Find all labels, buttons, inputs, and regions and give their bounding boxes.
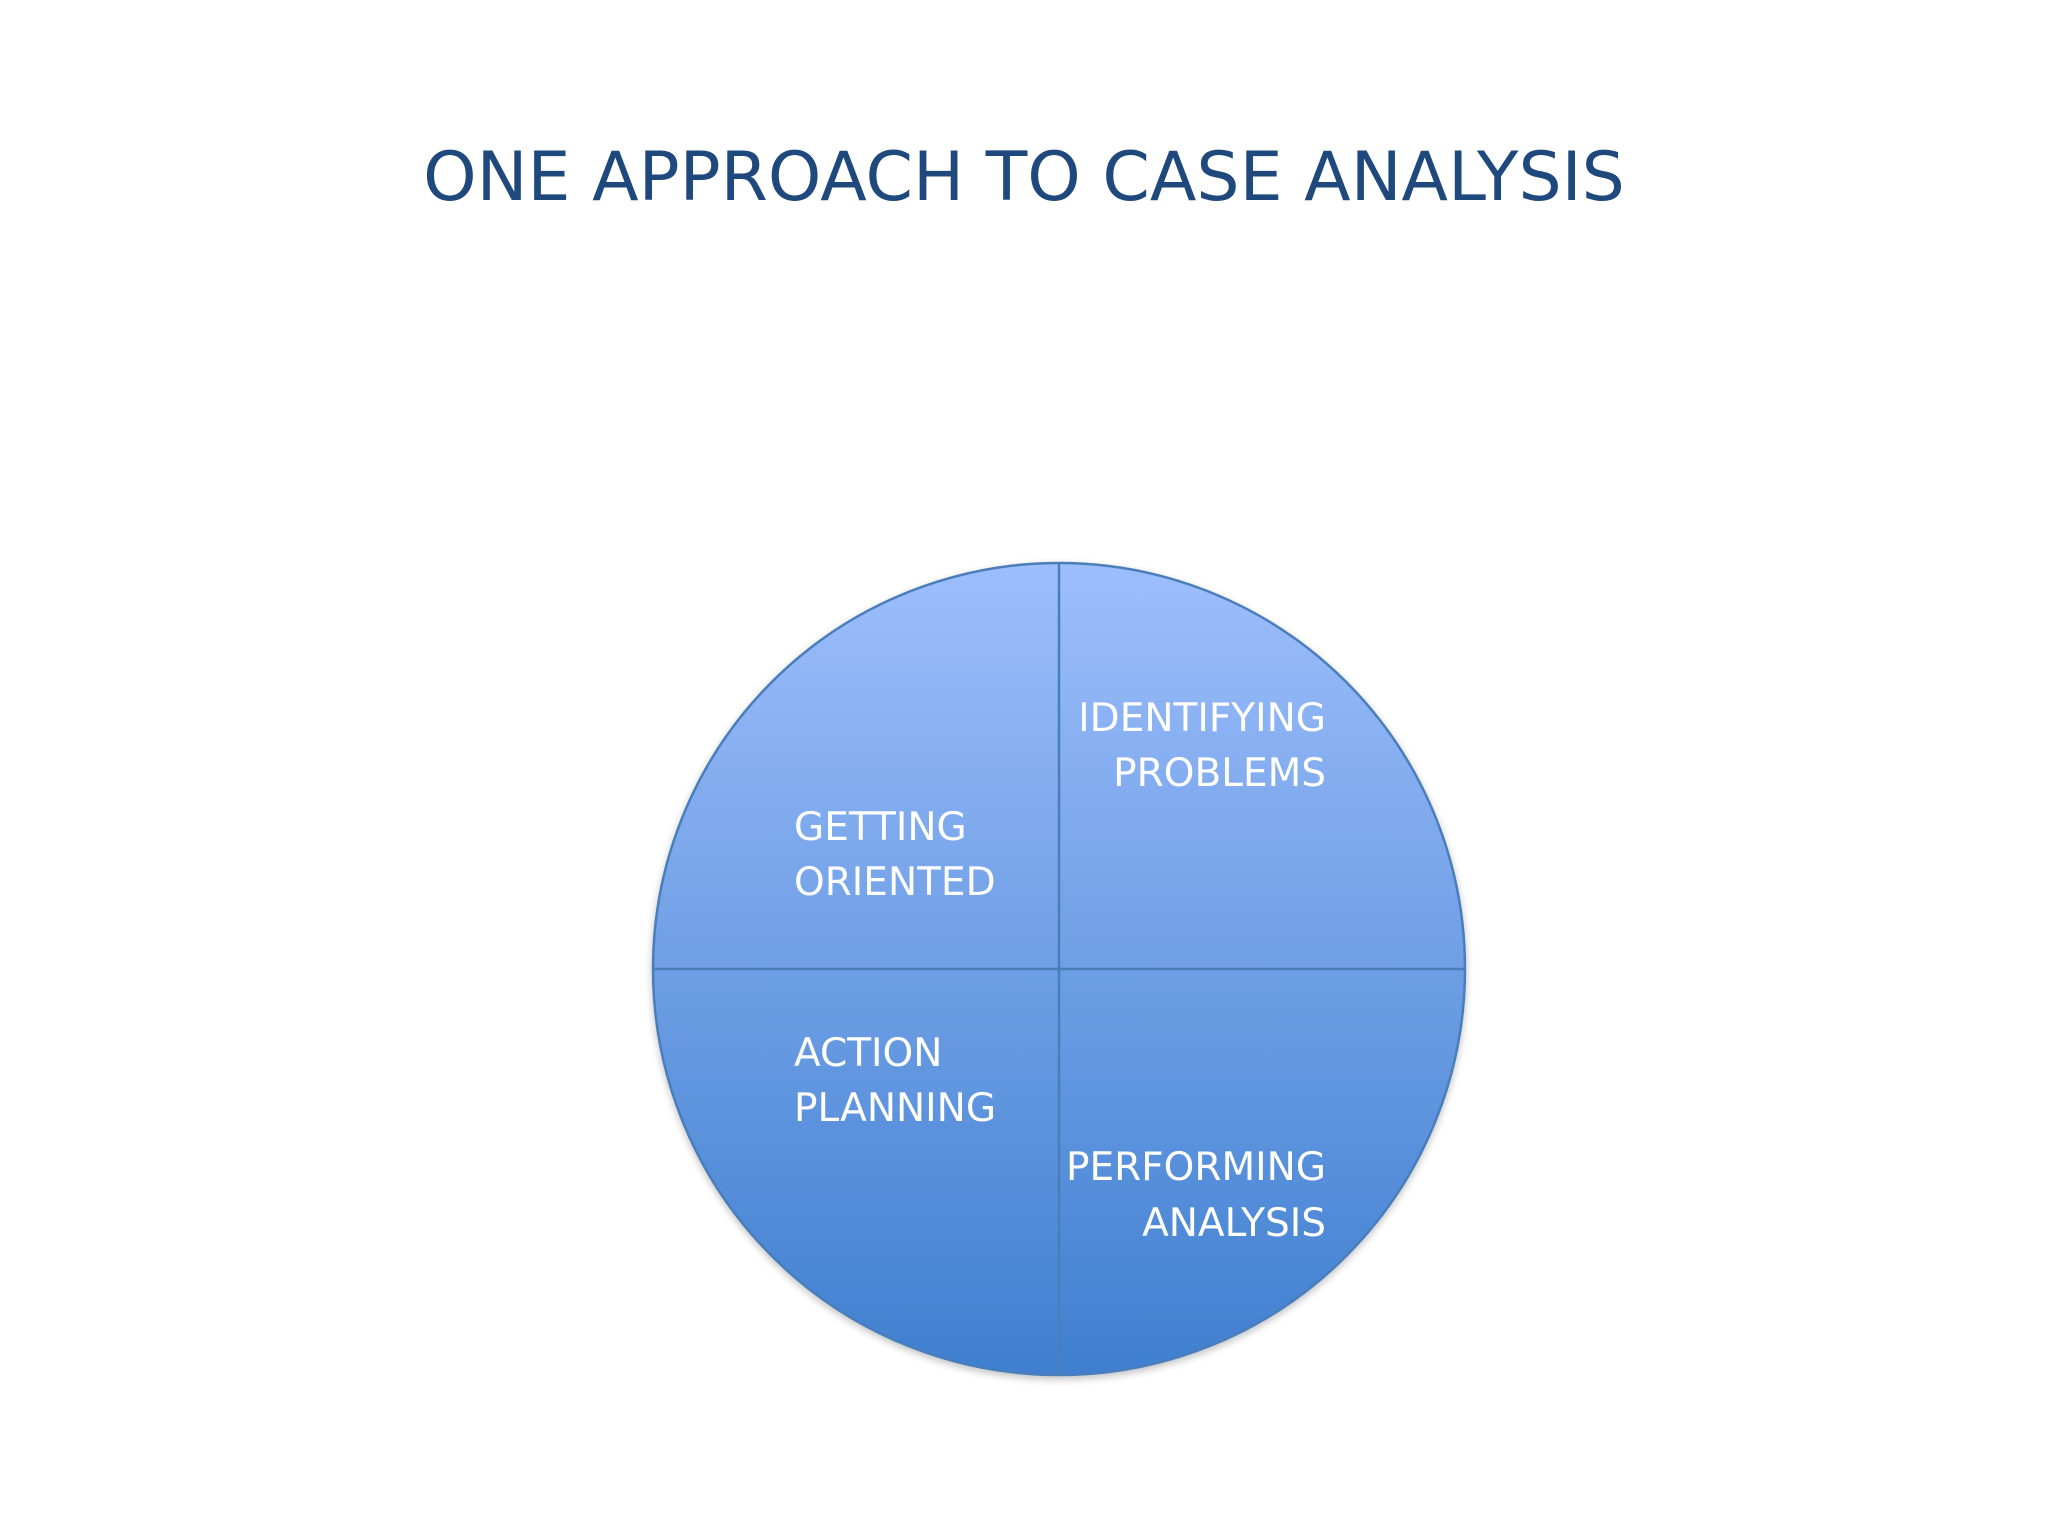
quadrant-label-line1: IDENTIFYING: [1078, 696, 1326, 741]
quadrant-label-line1: PERFORMING: [1066, 1145, 1326, 1190]
quadrant-action-planning: ACTION PLANNING: [794, 1031, 996, 1131]
quadrant-label-line2: ORIENTED: [794, 860, 996, 905]
slide-title: ONE APPROACH TO CASE ANALYSIS: [423, 138, 1625, 217]
quadrant-label-line2: PROBLEMS: [1113, 751, 1326, 796]
quadrant-getting-oriented: GETTING ORIENTED: [794, 805, 996, 905]
quadrant-label-line2: PLANNING: [794, 1086, 996, 1131]
quadrant-performing-analysis: PERFORMING ANALYSIS: [1066, 1145, 1326, 1246]
quadrant-label-line1: GETTING: [794, 805, 967, 850]
quadrant-label-line1: ACTION: [794, 1031, 942, 1076]
quadrant-label-line2: ANALYSIS: [1142, 1201, 1326, 1246]
quadrant-identifying-problems: IDENTIFYING PROBLEMS: [1078, 696, 1326, 796]
